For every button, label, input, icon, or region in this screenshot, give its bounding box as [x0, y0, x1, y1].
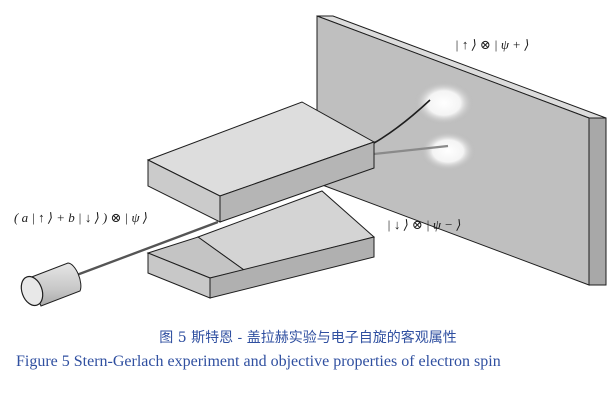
spot-up [414, 81, 474, 125]
upper-magnet-side-face [219, 141, 375, 223]
spin-down-state-label: | ↓ ⟩ ⊗ | ψ − ⟩ [387, 217, 461, 232]
figure-caption-english: Figure 5 Stern-Gerlach experiment and ob… [16, 353, 501, 370]
lower-magnet-side-face [209, 236, 375, 299]
spin-up-state-label: | ↑ ⟩ ⊗ | ψ + ⟩ [455, 37, 529, 52]
upper-magnet [146, 101, 376, 223]
beam-up-path [373, 99, 431, 144]
detector-screen [316, 15, 607, 286]
diagram-canvas: | ↑ ⟩ ⊗ | ψ + ⟩ ( a | ↑ ⟩ + b | ↓ ⟩ ) ⊗ … [14, 15, 607, 307]
lower-magnet [146, 190, 376, 299]
incident-beam [73, 220, 219, 278]
initial-state-label: ( a | ↑ ⟩ + b | ↓ ⟩ ) ⊗ | ψ ⟩ [14, 210, 148, 225]
source-aperture [20, 275, 44, 307]
beam-down-path [373, 144, 449, 156]
screen-right-edge [588, 117, 607, 286]
spot-down [420, 131, 476, 171]
figure-caption-chinese: 图 5 斯特恩 - 盖拉赫实验与电子自旋的客观属性 [159, 330, 457, 346]
electron-source [20, 262, 82, 307]
